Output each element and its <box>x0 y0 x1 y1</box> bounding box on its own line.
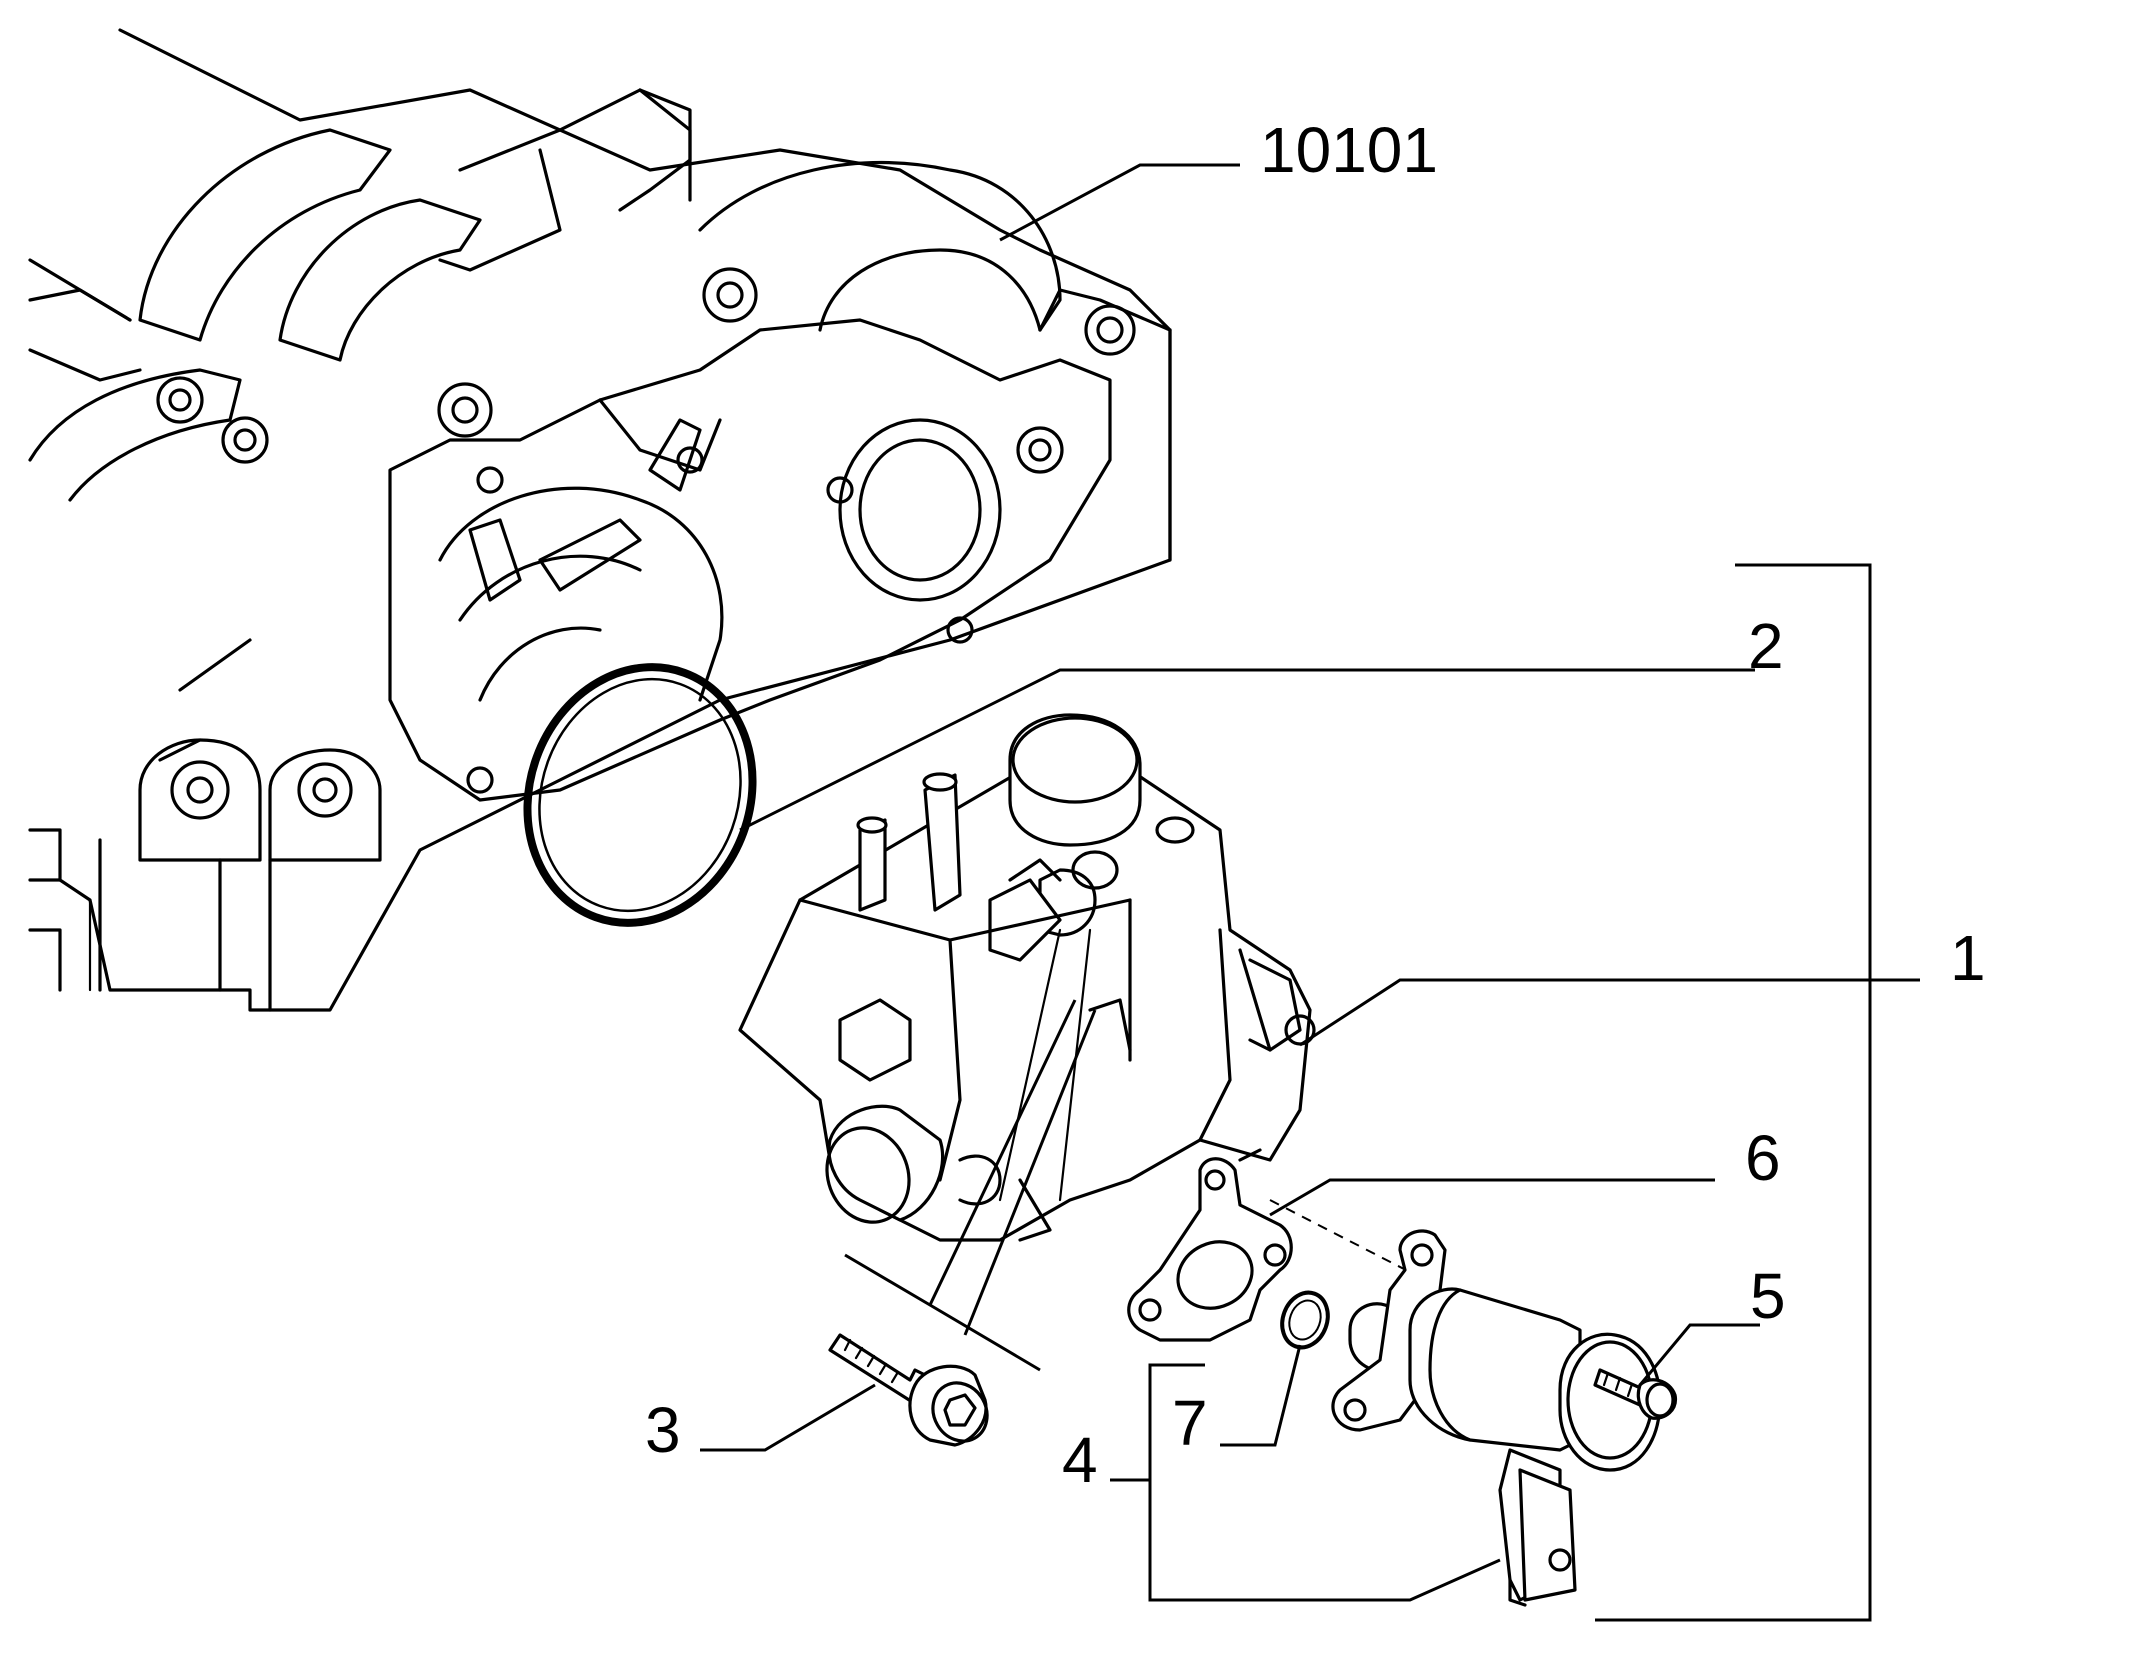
leader-lines <box>700 163 1920 1622</box>
callout-7: 7 <box>1172 1387 1208 1459</box>
pressure-regulator-drawing <box>1331 1229 1662 1607</box>
seal-ring-drawing <box>523 663 757 927</box>
o-ring-drawing <box>1280 1290 1330 1350</box>
engine-head-drawing <box>28 28 1172 1012</box>
callout-6: 6 <box>1745 1122 1781 1194</box>
callout-5: 5 <box>1750 1260 1786 1332</box>
callout-3: 3 <box>645 1394 681 1466</box>
callout-4: 4 <box>1062 1424 1098 1496</box>
callout-1: 1 <box>1950 922 1986 994</box>
callout-2: 2 <box>1748 610 1784 682</box>
bolt-drawing <box>828 1333 989 1447</box>
gasket-drawing <box>1127 1157 1293 1342</box>
fuel-pump-drawing <box>738 713 1316 1242</box>
callout-10101: 10101 <box>1260 114 1438 186</box>
screw-drawing <box>1593 1368 1678 1420</box>
